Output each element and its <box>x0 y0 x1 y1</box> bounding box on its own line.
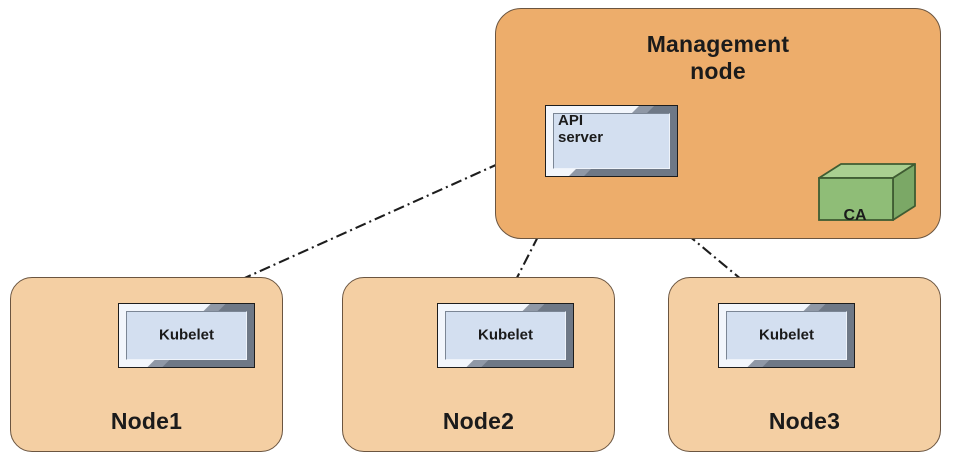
kubelet-label-node3: Kubelet <box>758 326 814 344</box>
ca-component[interactable]: CA <box>818 163 916 224</box>
kubelet-label-node1: Kubelet <box>158 326 214 344</box>
api-server-component[interactable]: API server <box>545 105 678 177</box>
kubelet-face-node3 <box>726 311 847 360</box>
kubelet-component-node1[interactable]: Kubelet <box>118 303 255 368</box>
kubelet-component-node2[interactable]: Kubelet <box>437 303 574 368</box>
node1-title: Node1 <box>110 407 183 434</box>
ca-cuboid-shape <box>818 163 916 221</box>
api-server-label: API server <box>558 112 604 146</box>
node3-title: Node3 <box>768 407 841 434</box>
kubelet-label-node2: Kubelet <box>477 326 533 344</box>
node2-title: Node2 <box>442 407 515 434</box>
kubelet-face-node1 <box>126 311 247 360</box>
kubelet-face-node2 <box>445 311 566 360</box>
ca-label: CA <box>843 207 867 224</box>
management-node-title: Management node <box>646 31 790 85</box>
kubelet-component-node3[interactable]: Kubelet <box>718 303 855 368</box>
